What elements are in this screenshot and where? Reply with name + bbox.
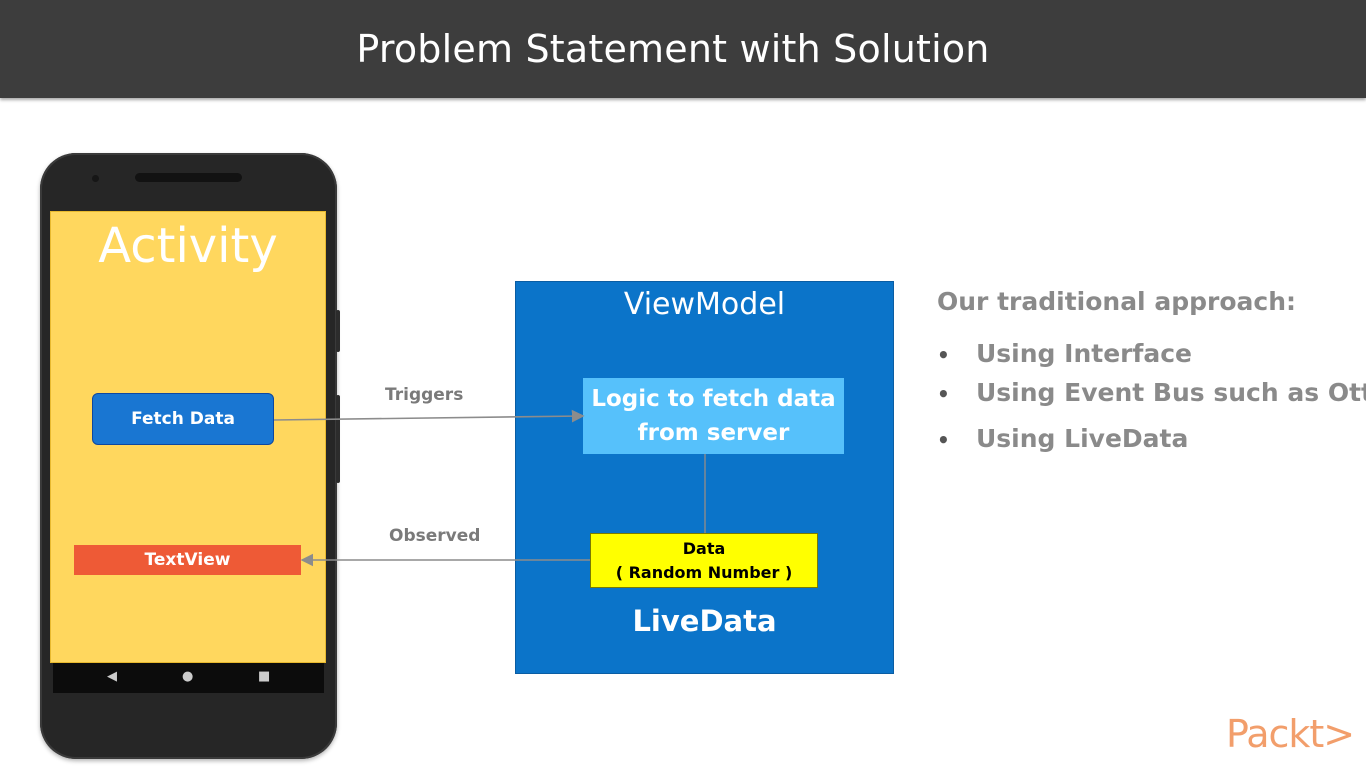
- approach-item-label: Using LiveData: [976, 424, 1189, 453]
- observed-label: Observed: [389, 526, 481, 546]
- phone-speaker: [135, 173, 242, 182]
- bullet-icon: •: [937, 343, 950, 367]
- data-line-1: Data: [682, 538, 726, 558]
- back-triangle-icon[interactable]: ◀: [107, 669, 117, 684]
- logic-box: Logic to fetch data from server: [583, 378, 844, 454]
- approach-item-event-bus: • Using Event Bus such as Otto: [937, 378, 1366, 407]
- approach-item-label: Using Event Bus such as Otto: [976, 378, 1366, 407]
- bullet-icon: •: [937, 382, 950, 406]
- packt-logo: Packt>: [1226, 712, 1355, 756]
- phone-nav-bar: ◀ ● ■: [53, 663, 324, 693]
- approach-item-interface: • Using Interface: [937, 339, 1192, 368]
- slide-title: Problem Statement with Solution: [356, 27, 990, 71]
- home-circle-icon[interactable]: ●: [182, 669, 194, 684]
- approach-heading: Our traditional approach:: [937, 287, 1296, 316]
- title-bar: Problem Statement with Solution: [0, 0, 1366, 98]
- activity-label: Activity: [98, 218, 278, 274]
- phone-power-button: [336, 310, 340, 352]
- recents-square-icon[interactable]: ■: [258, 669, 271, 684]
- logic-line-1: Logic to fetch data: [591, 386, 836, 412]
- textview-box: TextView: [74, 545, 301, 575]
- front-camera-icon: [92, 175, 99, 182]
- approach-item-label: Using Interface: [976, 339, 1193, 368]
- triggers-label: Triggers: [385, 385, 464, 405]
- approach-item-livedata: • Using LiveData: [937, 424, 1188, 453]
- fetch-data-button[interactable]: Fetch Data: [92, 393, 274, 445]
- bullet-icon: •: [937, 428, 950, 452]
- logic-line-2: from server: [637, 420, 790, 446]
- livedata-label: LiveData: [632, 604, 777, 638]
- viewmodel-title: ViewModel: [623, 287, 786, 322]
- data-box: Data ( Random Number ): [590, 533, 818, 588]
- data-line-2: ( Random Number ): [615, 562, 793, 582]
- phone-volume-button: [336, 395, 340, 483]
